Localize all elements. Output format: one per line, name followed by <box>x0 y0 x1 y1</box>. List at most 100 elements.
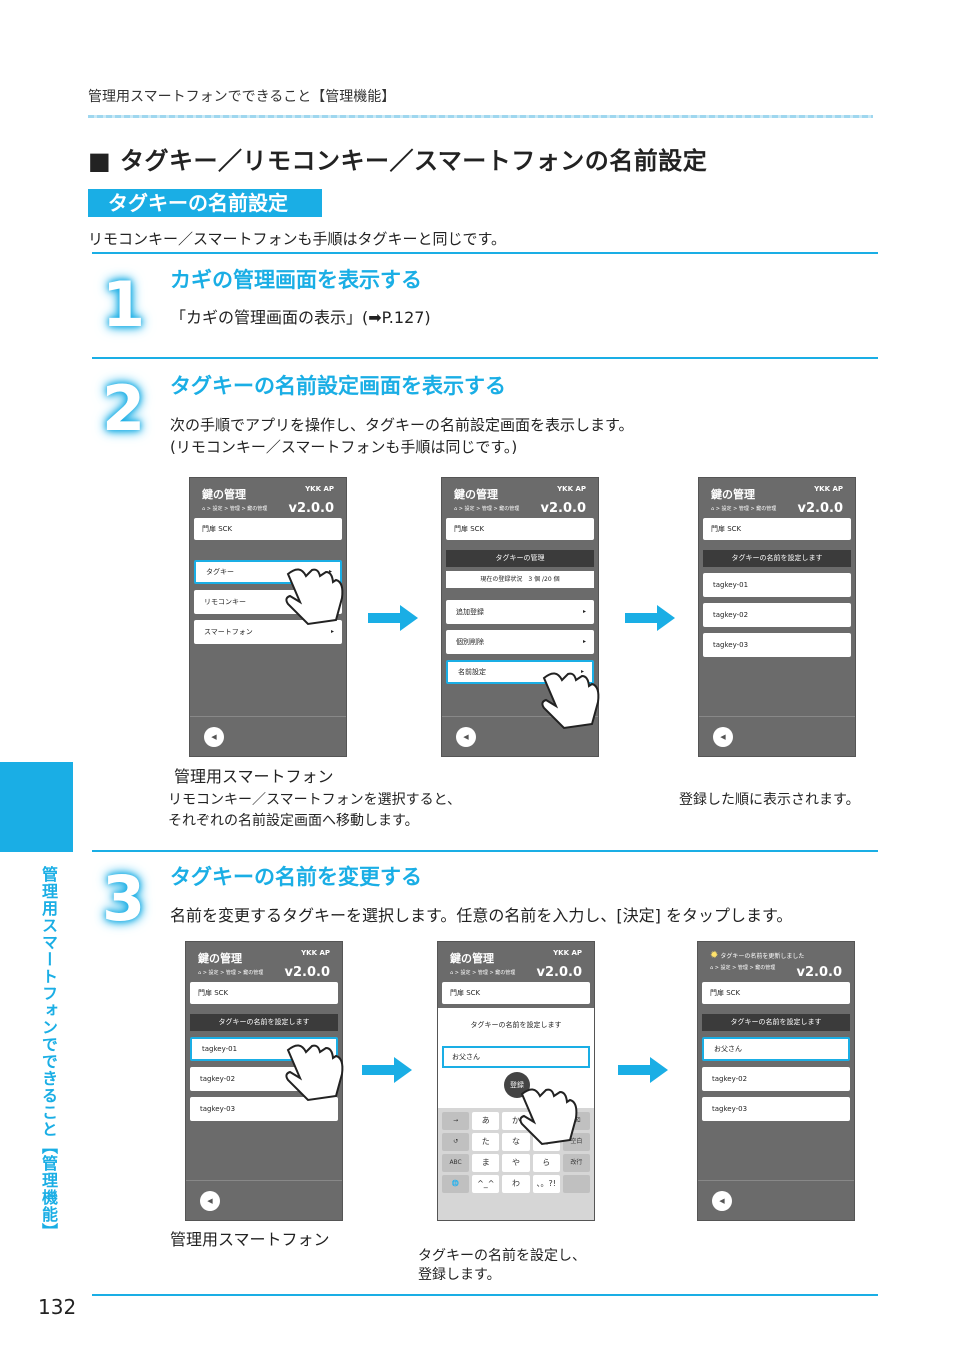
menu-item-smartphone[interactable]: スマートフォン▸ <box>194 620 342 644</box>
brand-logo: YKK AP <box>814 485 843 493</box>
app-title: 鍵の管理 <box>454 488 498 501</box>
menu-item-label: 名前設定 <box>458 668 486 676</box>
keyboard-key[interactable]: わ <box>502 1175 530 1193</box>
step-number: 2 <box>102 372 146 445</box>
chapter-label: 管理用スマートフォンでできること【管理機能】 <box>39 866 58 1240</box>
version-label: v2.0.0 <box>797 501 844 516</box>
version-label: v2.0.0 <box>540 501 587 516</box>
phone-header: 鍵の管理 ⌂ > 設定 > 管理 > 鍵の管理 YKK AP v2.0.0 <box>190 478 346 518</box>
name-input[interactable]: お父さん <box>442 1046 590 1068</box>
version-label: v2.0.0 <box>288 501 335 516</box>
breadcrumb: ⌂ > 設定 > 管理 > 鍵の管理 <box>454 506 520 512</box>
keyboard-key[interactable]: ↺ <box>442 1133 470 1151</box>
phone-screen-tagkey-names: 鍵の管理 ⌂ > 設定 > 管理 > 鍵の管理 YKK AP v2.0.0 門扉… <box>698 477 856 757</box>
tagkey-item[interactable]: tagkey-03 <box>702 1097 850 1121</box>
brand-logo: YKK AP <box>301 949 330 957</box>
step-title: タグキーの名前設定画面を表示する <box>170 374 506 398</box>
phone-footer: ◀ <box>186 1180 342 1220</box>
step-text: (リモコンキー／スマートフォンも手順は同じです。) <box>170 438 518 456</box>
tagkey-name: お父さん <box>714 1045 742 1053</box>
menu-item-label: スマートフォン <box>204 628 253 636</box>
keyboard-key[interactable]: た <box>472 1133 500 1151</box>
door-name: 門扉 SCK <box>194 518 342 540</box>
keyboard-key[interactable]: ら <box>532 1154 560 1172</box>
version-label: v2.0.0 <box>796 965 843 980</box>
breadcrumb: ⌂ > 設定 > 管理 > 鍵の管理 <box>198 970 264 976</box>
phone-screen-name-input: 鍵の管理 ⌂ > 設定 > 管理 > 鍵の管理 YKK AP v2.0.0 門扉… <box>437 941 595 1221</box>
step-number: 3 <box>102 862 146 935</box>
phone-caption: 管理用スマートフォン <box>170 1230 330 1249</box>
phone-footer: ◀ <box>698 1180 854 1220</box>
keyboard-key[interactable]: ABC <box>442 1154 470 1172</box>
door-name: 門扉 SCK <box>703 518 851 540</box>
divider <box>92 357 878 359</box>
footer-divider <box>92 1294 878 1296</box>
tagkey-item[interactable]: tagkey-03 <box>703 633 851 657</box>
tagkey-name: tagkey-01 <box>713 581 749 589</box>
keyboard-key[interactable]: 、。?! <box>532 1175 560 1193</box>
back-button[interactable]: ◀ <box>200 1191 220 1211</box>
keyboard-key[interactable]: あ <box>472 1112 500 1130</box>
registration-status: 現在の登録状況 3 個 /20 個 <box>446 571 594 588</box>
tagkey-name: tagkey-02 <box>200 1075 236 1083</box>
phone-footer: ◀ <box>442 716 598 756</box>
keyboard-key[interactable] <box>562 1175 591 1193</box>
input-instruction: タグキーの名前を設定します <box>470 1021 562 1029</box>
chevron-right-icon: ▸ <box>328 568 332 575</box>
subsection-title: タグキーの名前設定 <box>88 189 322 217</box>
menu-item-label: リモコンキー <box>204 598 246 606</box>
version-label: v2.0.0 <box>536 965 583 980</box>
step-title: カギの管理画面を表示する <box>170 268 422 292</box>
tagkey-name: tagkey-03 <box>200 1105 236 1113</box>
phone-header: 鍵の管理 ⌂ > 設定 > 管理 > 鍵の管理 YKK AP v2.0.0 <box>442 478 598 518</box>
keyboard-key[interactable]: な <box>502 1133 530 1151</box>
back-button[interactable]: ◀ <box>712 1191 732 1211</box>
phone-header: ✹ タグキーの名前を更新しました ⌂ > 設定 > 管理 > 鍵の管理 v2.0… <box>698 942 854 982</box>
phone-header: 鍵の管理 ⌂ > 設定 > 管理 > 鍵の管理 YKK AP v2.0.0 <box>438 942 594 982</box>
step-title: タグキーの名前を変更する <box>170 865 422 889</box>
chevron-right-icon: ▸ <box>582 608 586 615</box>
keyboard-key[interactable]: や <box>502 1154 530 1172</box>
toast-text: タグキーの名前を更新しました <box>720 953 805 960</box>
tagkey-name: tagkey-03 <box>713 641 749 649</box>
section-label: タグキーの名前を設定します <box>702 1014 850 1031</box>
app-title: 鍵の管理 <box>711 488 755 501</box>
toast-message: ✹ タグキーの名前を更新しました <box>710 950 854 961</box>
tagkey-item[interactable]: tagkey-01 <box>703 573 851 597</box>
tagkey-item[interactable]: tagkey-02 <box>702 1067 850 1091</box>
enter-key[interactable]: 改行 <box>562 1154 591 1172</box>
menu-item-label: 個別削除 <box>456 638 484 646</box>
back-button[interactable]: ◀ <box>204 727 224 747</box>
tagkey-item[interactable]: tagkey-02 <box>703 603 851 627</box>
tap-hand-icon <box>285 1044 344 1102</box>
step-text: 次の手順でアプリを操作し、タグキーの名前設定画面を表示します。 <box>170 416 634 434</box>
door-name: 門扉 SCK <box>702 982 850 1004</box>
section-title: ■ タグキー／リモコンキー／スマートフォンの名前設定 <box>88 147 708 175</box>
running-header: 管理用スマートフォンでできること【管理機能】 <box>88 89 396 105</box>
subsection-description: リモコンキー／スマートフォンも手順はタグキーと同じです。 <box>88 230 507 248</box>
menu-item-delete[interactable]: 個別削除 ▸ <box>446 630 594 654</box>
breadcrumb: ⌂ > 設定 > 管理 > 鍵の管理 <box>710 965 776 971</box>
keyboard-key[interactable]: ま <box>472 1154 500 1172</box>
app-title: 鍵の管理 <box>198 952 242 965</box>
back-button[interactable]: ◀ <box>456 727 476 747</box>
keyboard-key[interactable]: → <box>442 1112 470 1130</box>
phone-screen-updated: ✹ タグキーの名前を更新しました ⌂ > 設定 > 管理 > 鍵の管理 v2.0… <box>697 941 855 1221</box>
tagkey-item[interactable]: tagkey-03 <box>190 1097 338 1121</box>
step-number: 1 <box>102 268 146 341</box>
door-name: 門扉 SCK <box>190 982 338 1004</box>
tagkey-item[interactable]: お父さん <box>702 1037 850 1061</box>
globe-icon[interactable]: 🌐 <box>442 1175 470 1193</box>
version-label: v2.0.0 <box>284 965 331 980</box>
caption: タグキーの名前を設定し、 <box>418 1248 586 1264</box>
chapter-tab <box>0 762 73 852</box>
menu-item-add[interactable]: 追加登録▸ <box>446 600 594 624</box>
caption: それぞれの名前設定画面へ移動します。 <box>168 813 419 829</box>
chevron-right-icon: ▸ <box>582 638 586 645</box>
arrow-right-icon <box>625 605 675 631</box>
app-title: 鍵の管理 <box>450 952 494 965</box>
keyboard-key[interactable]: ^_^ <box>472 1175 500 1193</box>
phone-screen-tagkey-management: 鍵の管理 ⌂ > 設定 > 管理 > 鍵の管理 YKK AP v2.0.0 門扉… <box>441 477 599 757</box>
caption: 登録します。 <box>418 1267 501 1283</box>
back-button[interactable]: ◀ <box>713 727 733 747</box>
